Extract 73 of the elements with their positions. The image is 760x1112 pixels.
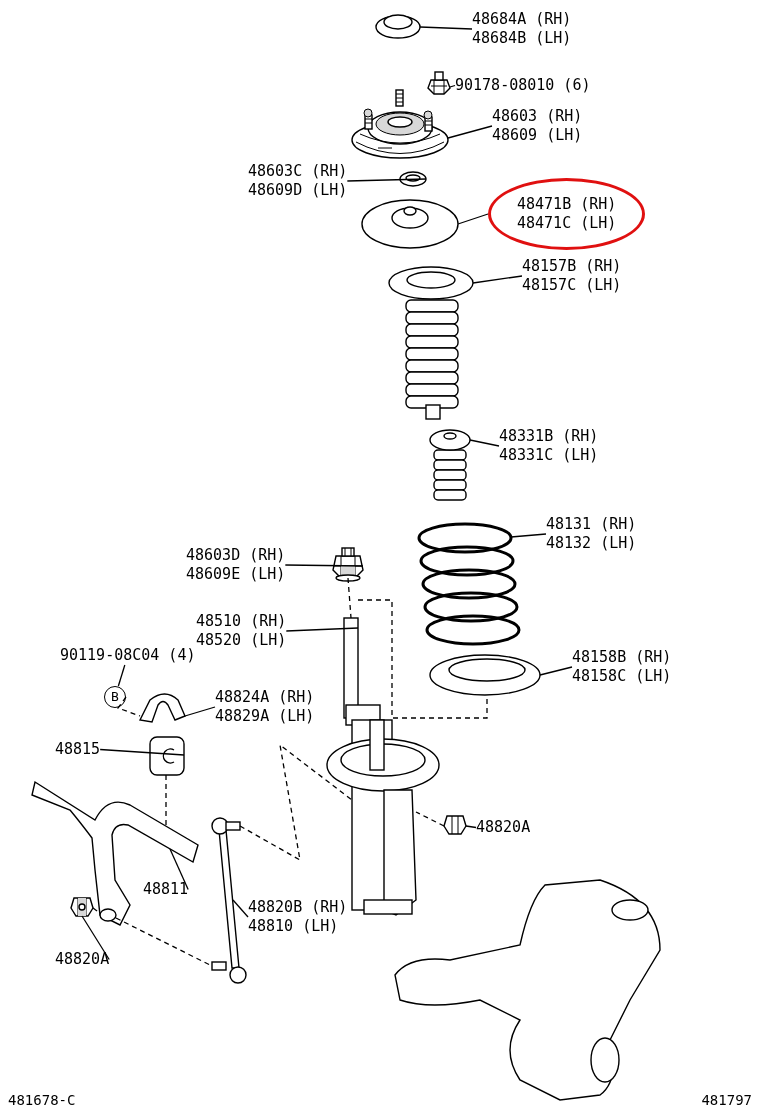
- part-drawing: [31, 781, 199, 926]
- leader-line: [510, 533, 547, 538]
- leader-line: [457, 213, 489, 225]
- leader-line: [81, 915, 110, 961]
- part-drawing: [399, 171, 427, 187]
- part-number: 48815: [55, 740, 101, 759]
- part-number: 48157B (RH): [522, 257, 622, 276]
- part-number: 48157C (LH): [522, 276, 622, 295]
- part-drawing: [149, 736, 185, 776]
- leader-line: [449, 84, 456, 88]
- part-number: 48820A: [476, 818, 531, 837]
- part-number: 48158C (LH): [572, 667, 672, 686]
- part-drawing: [429, 429, 471, 501]
- leader-line: [472, 275, 523, 284]
- part-drawing: [375, 14, 421, 39]
- leader-line: [117, 664, 126, 687]
- assembly-line: [415, 811, 445, 827]
- part-number: 48131 (RH): [546, 515, 637, 534]
- leader-line: [232, 899, 249, 918]
- part-number: 48132 (LH): [546, 534, 637, 553]
- leader-line: [99, 748, 185, 756]
- part-number: 48820B (RH): [248, 898, 348, 917]
- leader-line: [184, 706, 216, 717]
- part-drawing: [351, 89, 449, 159]
- part-number: 48829A (LH): [215, 707, 315, 726]
- part-number: 48684A (RH): [472, 10, 572, 29]
- figure-number: 481797: [701, 1092, 752, 1108]
- part-number: 48609 (LH): [492, 126, 583, 145]
- leader-line: [419, 26, 473, 30]
- part-number: 90178-08010 (6): [455, 76, 591, 95]
- part-number: 48684B (LH): [472, 29, 572, 48]
- assembly-line: [347, 577, 352, 619]
- part-number: 48510 (RH): [196, 612, 287, 631]
- part-number: 48824A (RH): [215, 688, 315, 707]
- assembly-line: [116, 696, 141, 717]
- part-drawing: [332, 547, 364, 582]
- part-number: 48158B (RH): [572, 648, 672, 667]
- part-number: 48603D (RH): [186, 546, 286, 565]
- leader-line: [284, 564, 364, 567]
- part-drawing: [429, 654, 541, 696]
- part-drawing: [361, 199, 459, 249]
- leader-line: [346, 178, 427, 182]
- part-number: 90119-08C04 (4): [60, 646, 196, 665]
- part-drawing: [417, 522, 521, 646]
- assembly-line: [239, 743, 353, 862]
- part-number: 48471B (RH): [517, 195, 617, 214]
- part-drawing: [388, 266, 474, 420]
- part-number: 48609E (LH): [186, 565, 286, 584]
- part-drawing: [427, 71, 451, 95]
- part-number: 48609D (LH): [248, 181, 348, 200]
- leader-line: [465, 825, 477, 829]
- assembly-line: [165, 774, 167, 827]
- part-number: 48331B (RH): [499, 427, 599, 446]
- part-drawing: [443, 815, 467, 835]
- part-number: 48820A: [55, 950, 110, 969]
- leader-line: [539, 666, 573, 676]
- part-number: 48810 (LH): [248, 917, 340, 936]
- leader-line: [447, 125, 493, 139]
- part-drawing: [211, 817, 247, 984]
- part-number: 48811: [143, 880, 189, 899]
- figure-number: 481678-C: [8, 1092, 76, 1108]
- leader-line: [169, 848, 189, 891]
- assembly-line: [357, 599, 488, 719]
- highlight-ellipse: [488, 178, 646, 250]
- part-drawing: [70, 897, 94, 917]
- part-number: 48471C (LH): [517, 214, 617, 233]
- part-number: 48331C (LH): [499, 446, 599, 465]
- part-drawing: [139, 693, 186, 723]
- part-number: 48603 (RH): [492, 107, 583, 126]
- part-number: 48520 (LH): [196, 631, 287, 650]
- leader-line: [469, 439, 500, 447]
- part-number: 48603C (RH): [248, 162, 348, 181]
- leader-line: [285, 627, 359, 632]
